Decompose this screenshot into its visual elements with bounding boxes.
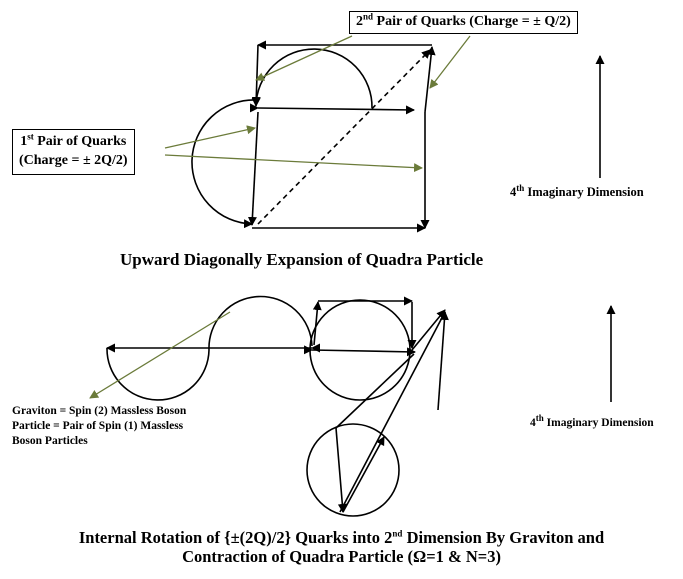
top-pointers [164, 35, 471, 173]
top-left-semicircle [191, 99, 257, 229]
pointer-pair1-up [164, 125, 256, 149]
caption1-sup: nd [392, 529, 403, 539]
caption1-pre: Internal Rotation of {±(2Q)/2} Quarks in… [78, 529, 393, 547]
bottom-caption-line-2: Contraction of Quadra Particle (Ω=1 & N=… [182, 546, 501, 566]
pair1-sup: st [27, 131, 34, 142]
bottom-lower-diag [342, 436, 385, 513]
pair1-post: Pair of Quarks [33, 134, 127, 149]
bottom-lower-circle [306, 423, 400, 517]
pair2-sup: nd [363, 11, 374, 22]
bottom-dim-sup: th [535, 413, 544, 424]
top-upper-semicircle [251, 48, 373, 109]
graviton-description: Graviton = Spin (2) Massless Boson Parti… [12, 404, 186, 449]
top-rect-right-upper-edge [424, 46, 436, 113]
bottom-left-semicircle [106, 347, 210, 401]
bottom-middle-semicircle [208, 295, 313, 351]
bottom-diag-long-1 [339, 311, 446, 513]
pointer-pair2-left [255, 35, 353, 81]
graviton-line-1: Graviton = Spin (2) Massless Boson [12, 405, 187, 417]
bottom-square-left [312, 301, 322, 346]
graviton-pointer [89, 311, 231, 399]
pair1-line2: (Charge = ± 2Q/2) [19, 152, 128, 168]
bottom-dimension-label: 4th Imaginary Dimension [530, 414, 654, 430]
caption1-post: Dimension By Graviton and [402, 529, 605, 547]
pointer-pair2-right [429, 35, 471, 89]
bottom-diag-up [411, 309, 446, 351]
bottom-dim-pre: 4 [530, 417, 536, 429]
top-dim-pre: 4 [510, 185, 517, 199]
bottom-caption: Internal Rotation of {±(2Q)/2} Quarks in… [0, 529, 683, 567]
pair2-label-box: 2nd Pair of Quarks (Charge = ± Q/2) [349, 11, 578, 34]
graviton-line-3: Boson Particles [12, 434, 88, 447]
bottom-caption-line-1: Internal Rotation of {±(2Q)/2} Quarks in… [0, 529, 683, 548]
top-diagonal-dashed [257, 49, 431, 225]
top-diagram [191, 40, 436, 233]
top-caption: Upward Diagonally Expansion of Quadra Pa… [120, 250, 484, 269]
bottom-right-circle [309, 299, 411, 401]
pair2-pre: 2 [356, 14, 363, 29]
pair1-pre: 1 [20, 134, 28, 149]
bottom-dim-post: Imaginary Dimension [543, 417, 654, 429]
pair1-label-box: 1st Pair of Quarks (Charge = ± 2Q/2) [12, 129, 135, 175]
top-dimension-label: 4th Imaginary Dimension [510, 182, 644, 199]
bottom-lower-vertical [335, 427, 347, 513]
top-middle-edge [249, 103, 415, 115]
pointer-pair1-right [164, 154, 423, 173]
top-dim-sup: th [516, 182, 525, 193]
graviton-line-2: Particle = Pair of Spin (1) Massless [12, 419, 184, 432]
pair2-post: Pair of Quarks (Charge = ± Q/2) [373, 14, 571, 29]
bottom-right-vertical [437, 311, 449, 411]
bottom-diag-long-2 [335, 353, 415, 429]
pair1-line1: 1st Pair of Quarks [19, 131, 128, 152]
top-left-edge [247, 111, 259, 226]
bottom-diagram [106, 295, 449, 517]
top-dim-post: Imaginary Dimension [524, 185, 644, 199]
bottom-horizontal-right [303, 345, 416, 357]
